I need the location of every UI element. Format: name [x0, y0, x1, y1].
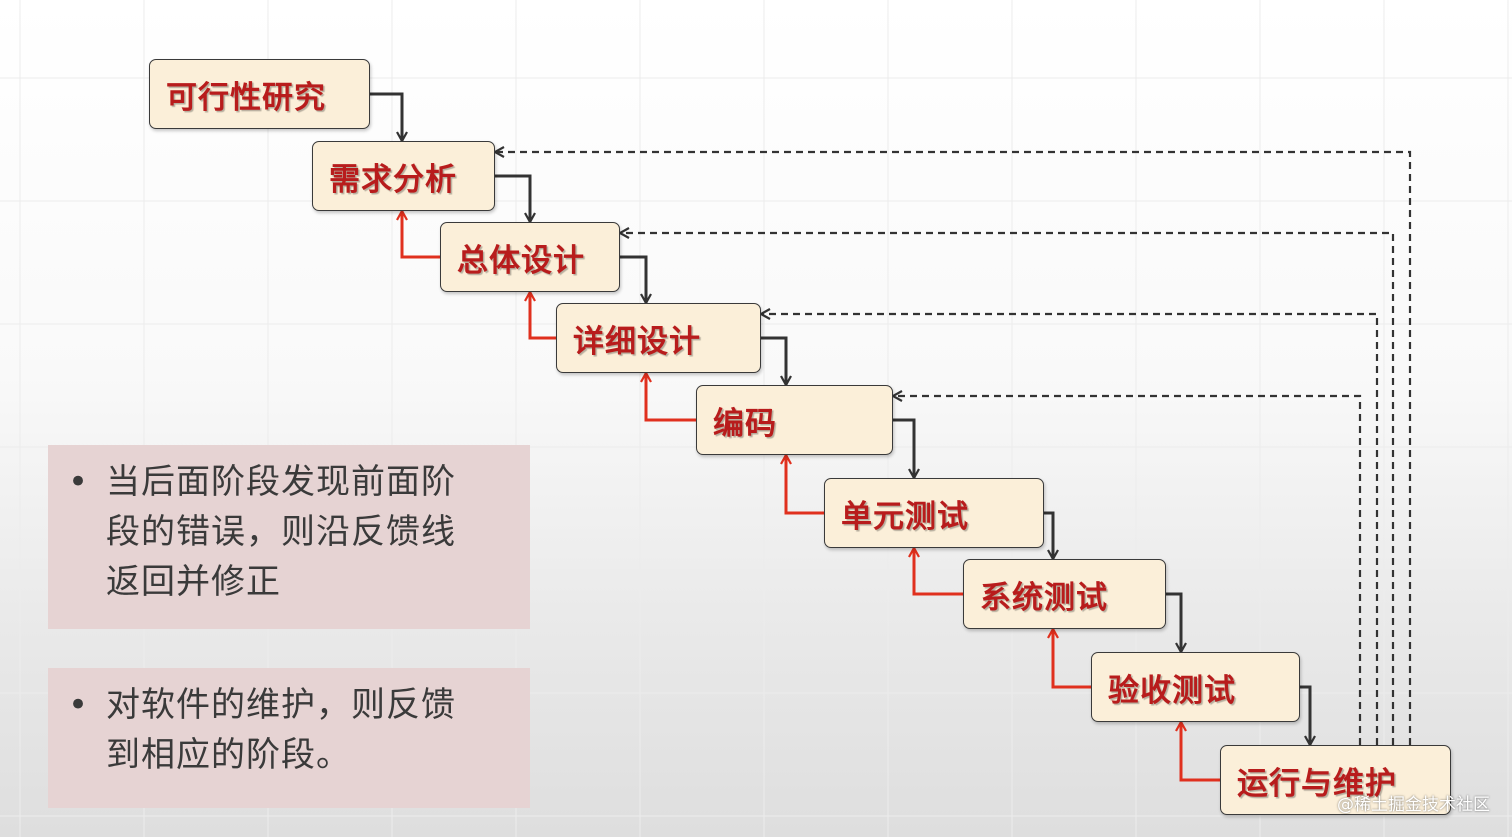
watermark: @稀土掘金技术社区 — [1337, 795, 1490, 815]
forward-arrow — [370, 92, 402, 141]
note-line: • 对软件的维护，则反馈 — [68, 680, 510, 730]
maintenance-feedback-arrows — [495, 152, 1412, 745]
maintenance-feedback-arrow — [761, 314, 1379, 745]
stage-label: 总体设计 — [457, 242, 585, 279]
note-feedback-correction: • 当后面阶段发现前面阶 段的错误，则沿反馈线 返回并修正 — [48, 445, 530, 629]
maintenance-feedback-arrow — [893, 396, 1362, 745]
stage-feasibility: 可行性研究 — [149, 59, 370, 129]
forward-arrow — [620, 255, 646, 303]
feedback-arrows — [402, 211, 1220, 782]
stage-label: 单元测试 — [841, 498, 969, 535]
feedback-arrow — [786, 455, 824, 515]
feedback-arrow — [530, 292, 556, 340]
note-text: 段的错误，则沿反馈线 — [106, 512, 456, 552]
stage-coding: 编码 — [696, 385, 893, 455]
note-maintenance-feedback: • 对软件的维护，则反馈 到相应的阶段。 — [48, 668, 530, 808]
forward-arrow — [1166, 592, 1181, 652]
maintenance-feedback-arrow — [495, 152, 1412, 745]
note-line: 到相应的阶段。 — [68, 730, 510, 780]
note-line: 段的错误，则沿反馈线 — [68, 507, 510, 557]
forward-arrow — [761, 336, 786, 385]
feedback-arrow — [646, 373, 696, 422]
stage-detailed-design: 详细设计 — [556, 303, 761, 373]
note-text: 到相应的阶段。 — [106, 735, 351, 775]
bullet-icon: • — [68, 462, 89, 502]
forward-arrows — [370, 92, 1310, 745]
stage-operation: 运行与维护 — [1220, 745, 1451, 815]
stage-label: 需求分析 — [329, 161, 457, 198]
forward-arrow — [1044, 511, 1053, 559]
forward-arrow — [495, 174, 530, 222]
feedback-arrow — [914, 548, 963, 596]
stage-overall-design: 总体设计 — [440, 222, 620, 292]
stage-system-test: 系统测试 — [963, 559, 1166, 629]
stage-label: 运行与维护 — [1237, 765, 1397, 802]
stage-unit-test: 单元测试 — [824, 478, 1044, 548]
maintenance-feedback-arrow — [620, 233, 1395, 745]
note-text: 返回并修正 — [106, 562, 281, 602]
note-text: 对软件的维护，则反馈 — [106, 685, 456, 725]
feedback-arrow — [1181, 722, 1220, 782]
stage-label: 系统测试 — [980, 579, 1108, 616]
forward-arrow — [893, 418, 914, 478]
feedback-arrow — [402, 211, 440, 259]
stage-label: 详细设计 — [573, 323, 701, 360]
feedback-arrow — [1053, 629, 1091, 689]
forward-arrow — [1300, 685, 1310, 745]
note-line: • 当后面阶段发现前面阶 — [68, 457, 510, 507]
note-line: 返回并修正 — [68, 557, 510, 607]
stage-label: 可行性研究 — [166, 79, 326, 116]
stage-requirements: 需求分析 — [312, 141, 495, 211]
note-text: 当后面阶段发现前面阶 — [106, 462, 456, 502]
stage-acceptance-test: 验收测试 — [1091, 652, 1300, 722]
bullet-icon: • — [68, 685, 89, 725]
stage-label: 验收测试 — [1108, 672, 1236, 709]
stage-label: 编码 — [713, 405, 777, 442]
